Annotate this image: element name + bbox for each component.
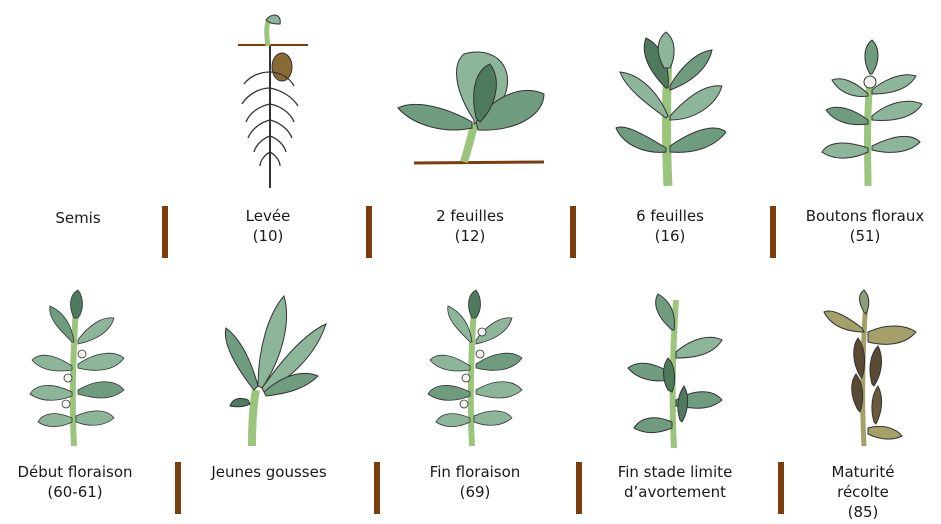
stage-label-jeunes-gousses: Jeunes gousses <box>198 462 340 482</box>
young-pods-plant-icon <box>212 290 332 450</box>
stage-label-debut-floraison: Début floraison (60-61) <box>2 462 148 502</box>
stage-separator <box>576 462 582 514</box>
six-leaf-plant-icon <box>610 28 730 188</box>
stage-label-boutons-floraux: Boutons floraux (51) <box>792 206 938 246</box>
stage-label-2-feuilles: 2 feuilles (12) <box>410 206 530 246</box>
stage-label-fin-stade-limite: Fin stade limite d’avortement <box>600 462 750 502</box>
stage-separator <box>374 462 380 514</box>
stage-label-maturite-recolte: Maturité récolte (85) <box>808 462 918 522</box>
stage-separator <box>570 206 576 258</box>
abortion-limit-plant-icon <box>618 290 728 450</box>
seedling-emergence-icon <box>232 12 312 192</box>
stage-separator <box>175 462 181 514</box>
stage-separator <box>162 206 168 258</box>
two-leaf-plant-icon <box>394 40 554 170</box>
harvest-maturity-plant-icon <box>812 288 922 448</box>
stage-separator <box>778 462 784 514</box>
stage-label-fin-floraison: Fin floraison (69) <box>410 462 540 502</box>
stage-label-semis: Semis <box>30 208 126 228</box>
stage-label-6-feuilles: 6 feuilles (16) <box>610 206 730 246</box>
early-flowering-plant-icon <box>22 288 132 448</box>
stage-separator <box>366 206 372 258</box>
end-flowering-plant-icon <box>420 288 530 448</box>
flower-bud-plant-icon <box>812 38 932 188</box>
stage-separator <box>770 206 776 258</box>
stage-label-levee: Levée (10) <box>218 206 318 246</box>
